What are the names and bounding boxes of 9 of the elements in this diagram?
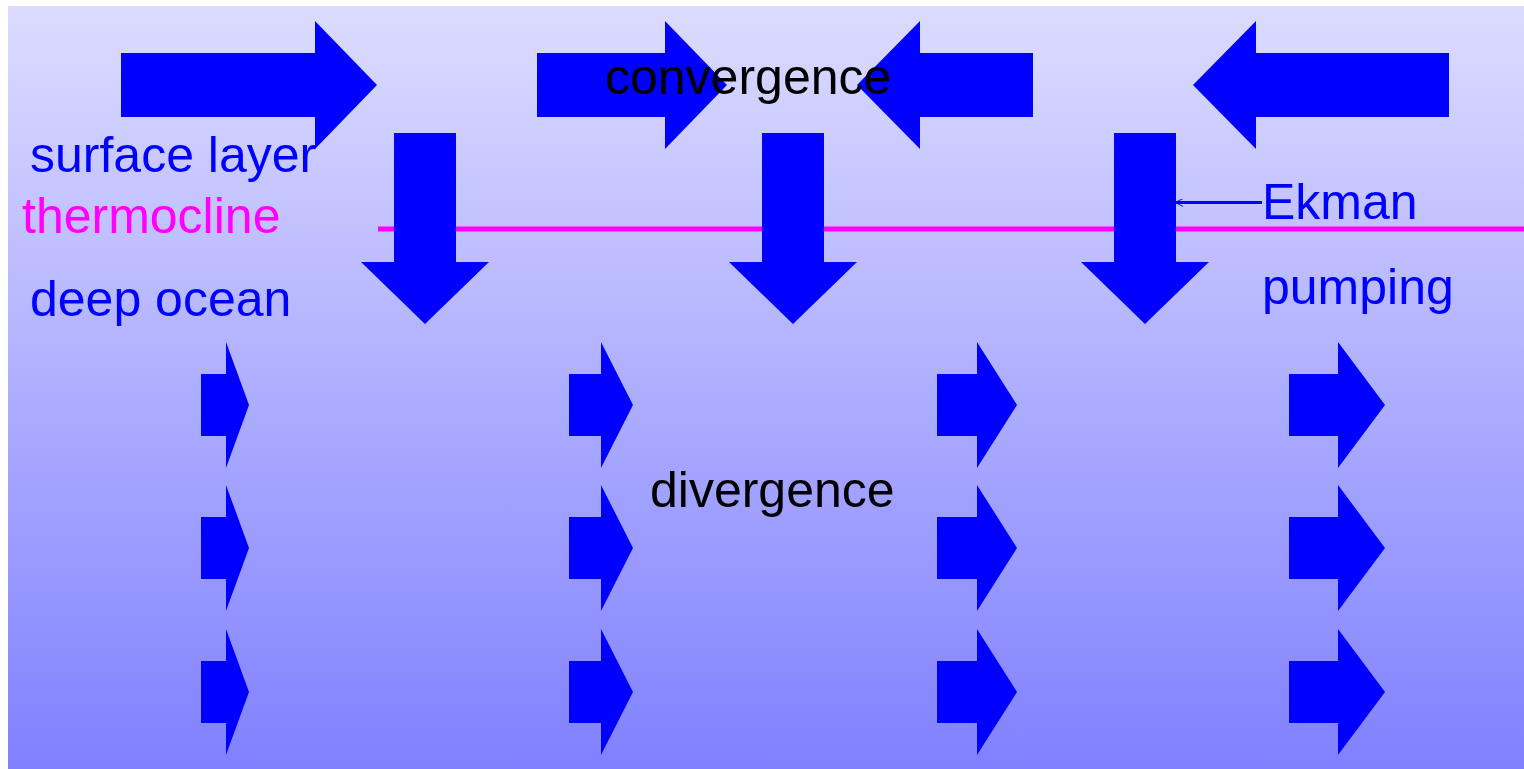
- layer-label: deep ocean: [30, 274, 292, 324]
- layer-label: thermocline: [22, 191, 281, 241]
- downwelling-arrow: [1081, 133, 1209, 324]
- annotation-text: Ekman pumping: [1262, 173, 1455, 317]
- layer-label: surface layer: [30, 130, 317, 180]
- leader-line: [1174, 198, 1262, 207]
- process-label: divergence: [650, 465, 895, 515]
- downwelling-arrow: [729, 133, 857, 324]
- downwelling-arrow: [361, 133, 489, 324]
